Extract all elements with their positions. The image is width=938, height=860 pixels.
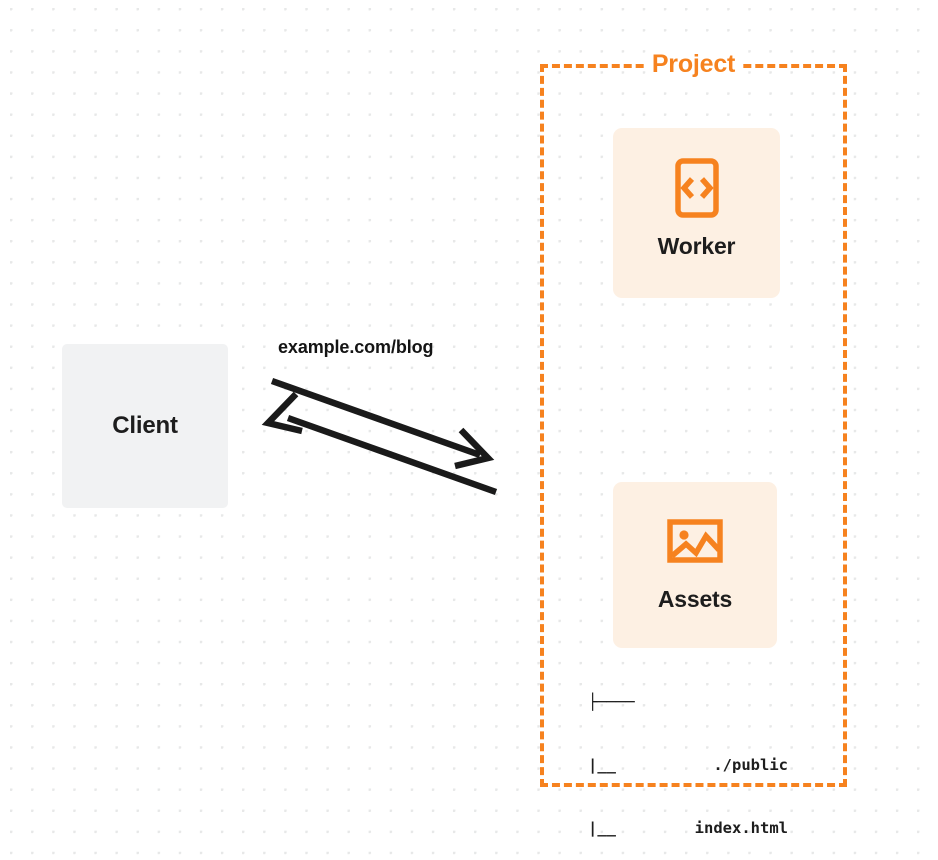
worker-label: Worker: [657, 233, 736, 259]
tree-row-item: |__ blog.html: [588, 818, 788, 839]
request-arrow: [270, 377, 495, 470]
image-picture-icon: [667, 519, 723, 563]
tree-row-item: |__ index.html: [588, 755, 788, 837]
tree-item-name: ./public: [713, 756, 788, 774]
asset-file-tree: ├──── ./public |__ index.html |__ blog.h…: [588, 650, 788, 860]
worker-node[interactable]: Worker: [613, 128, 780, 298]
tree-branch-glyph: |__: [588, 819, 616, 837]
tree-item-name: index.html: [694, 819, 788, 837]
assets-label: Assets: [657, 586, 733, 612]
tree-branch-glyph: ├────: [588, 693, 635, 711]
client-node[interactable]: Client: [62, 344, 228, 508]
code-brackets-icon: [674, 158, 719, 218]
assets-node[interactable]: Assets: [613, 482, 777, 648]
project-group-label: Project: [540, 49, 847, 79]
tree-row-root: ├──── ./public: [588, 692, 788, 774]
client-label: Client: [112, 412, 178, 439]
tree-branch-glyph: |__: [588, 756, 616, 774]
response-arrow: [261, 391, 498, 496]
request-url-label: example.com/blog: [278, 337, 434, 357]
project-group-label-text: Project: [645, 50, 742, 78]
